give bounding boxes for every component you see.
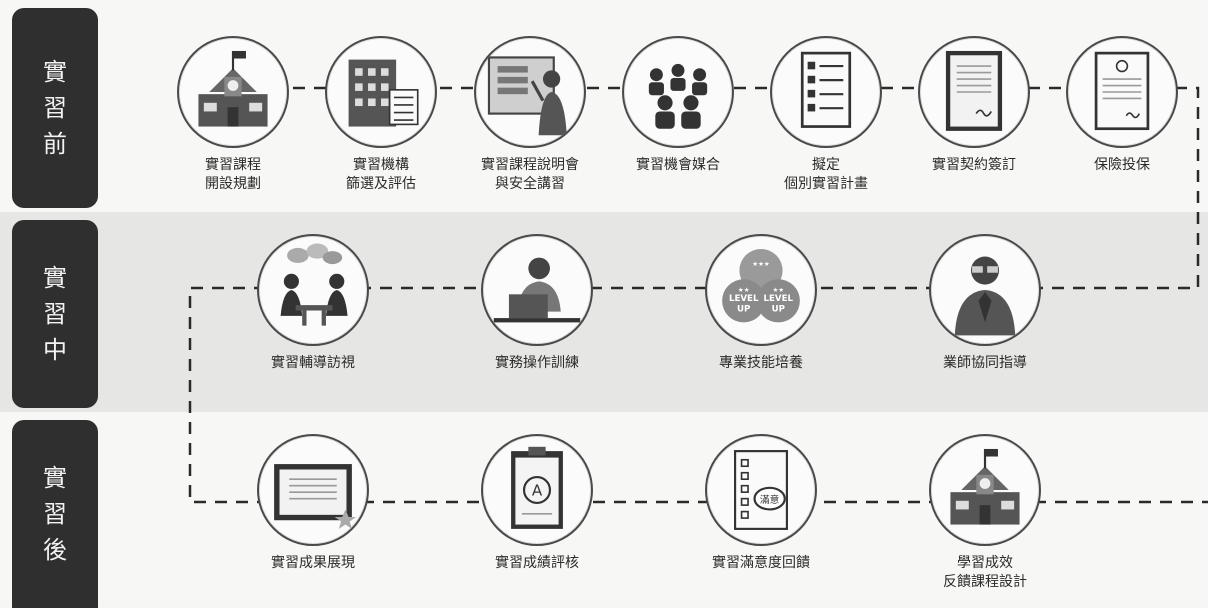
clipboard-grade-icon: A [481,434,593,546]
group-matching-icon [622,36,734,148]
checklist-plan-icon [770,36,882,148]
stage-tab-char: 習 [43,300,67,328]
step-label: 實習機會媒合 [636,157,720,173]
satisfaction-survey-icon: 滿意 [705,434,817,546]
step-label: 學習成效 反饋課程設計 [943,555,1027,590]
badge-level-text: LEVEL [729,294,759,304]
step-label: 實習課程 開設規劃 [205,157,261,192]
school-feedback-icon [929,434,1041,546]
step-label: 實習成績評核 [495,555,579,571]
stamp-text: 滿意 [760,493,780,506]
meeting-conversation-icon [257,234,369,346]
step-label: 實習滿意度回饋 [712,555,810,571]
grade-letter-text: A [532,481,543,499]
presentation-icon [474,36,586,148]
step-label: 實習輔導訪視 [271,355,355,371]
step-learning-outcome-feedback: 學習成效 反饋課程設計 [900,434,1070,592]
step-contract-signing: 實習契約簽訂 [889,36,1059,175]
step-mentor-guidance: 業師協同指導 [900,234,1070,373]
step-label: 實習契約簽訂 [932,157,1016,173]
step-label: 擬定 個別實習計畫 [784,157,868,192]
insurance-document-icon [1066,36,1178,148]
office-building-checklist-icon [325,36,437,148]
svg-text:★★: ★★ [772,286,784,294]
stage-tab-char: 實 [43,58,67,86]
mentor-person-icon [929,234,1041,346]
school-building-icon [177,36,289,148]
step-individual-plan: 擬定 個別實習計畫 [741,36,911,194]
signed-contract-icon [918,36,1030,148]
step-skill-development: LEVEL UP LEVEL UP ★★★★★★★ 專業技能培養 [676,234,846,373]
step-results-showcase: 實習成果展現 [228,434,398,573]
step-label: 實習課程說明會 與安全講習 [481,157,579,192]
step-grade-assessment: A 實習成績評核 [452,434,622,573]
step-opportunity-matching: 實習機會媒合 [593,36,763,175]
laptop-trainee-icon [481,234,593,346]
step-practical-training: 實務操作訓練 [452,234,622,373]
stage-tab-char: 中 [43,336,67,364]
svg-text:★★: ★★ [738,286,750,294]
step-institution-screening: 實習機構 篩選及評估 [296,36,466,194]
svg-text:★★★: ★★★ [752,260,770,268]
step-label: 保險投保 [1094,157,1150,173]
badge-up-text: UP [737,305,750,315]
step-label: 業師協同指導 [943,355,1027,371]
step-insurance: 保險投保 [1037,36,1207,175]
step-orientation-safety: 實習課程說明會 與安全講習 [445,36,615,194]
stage-tab-before: 實 習 前 [12,8,98,208]
badge-level-text: LEVEL [764,294,794,304]
step-label: 專業技能培養 [719,355,803,371]
stage-tab-char: 習 [43,500,67,528]
step-label: 實習機構 篩選及評估 [346,157,416,192]
stage-tab-char: 前 [43,130,67,158]
step-label: 實務操作訓練 [495,355,579,371]
level-up-badge-icon: LEVEL UP LEVEL UP ★★★★★★★ [705,234,817,346]
stage-tab-during: 實 習 中 [12,220,98,408]
stage-tab-char: 習 [43,94,67,122]
stage-tab-char: 實 [43,264,67,292]
step-counseling-visit: 實習輔導訪視 [228,234,398,373]
certificate-display-icon [257,434,369,546]
badge-up-text: UP [772,305,785,315]
step-label: 實習成果展現 [271,555,355,571]
stage-tab-char: 後 [43,536,67,564]
stage-tab-after: 實 習 後 [12,420,98,608]
step-satisfaction-feedback: 滿意 實習滿意度回饋 [676,434,846,573]
stage-tab-char: 實 [43,464,67,492]
step-course-planning: 實習課程 開設規劃 [148,36,318,194]
